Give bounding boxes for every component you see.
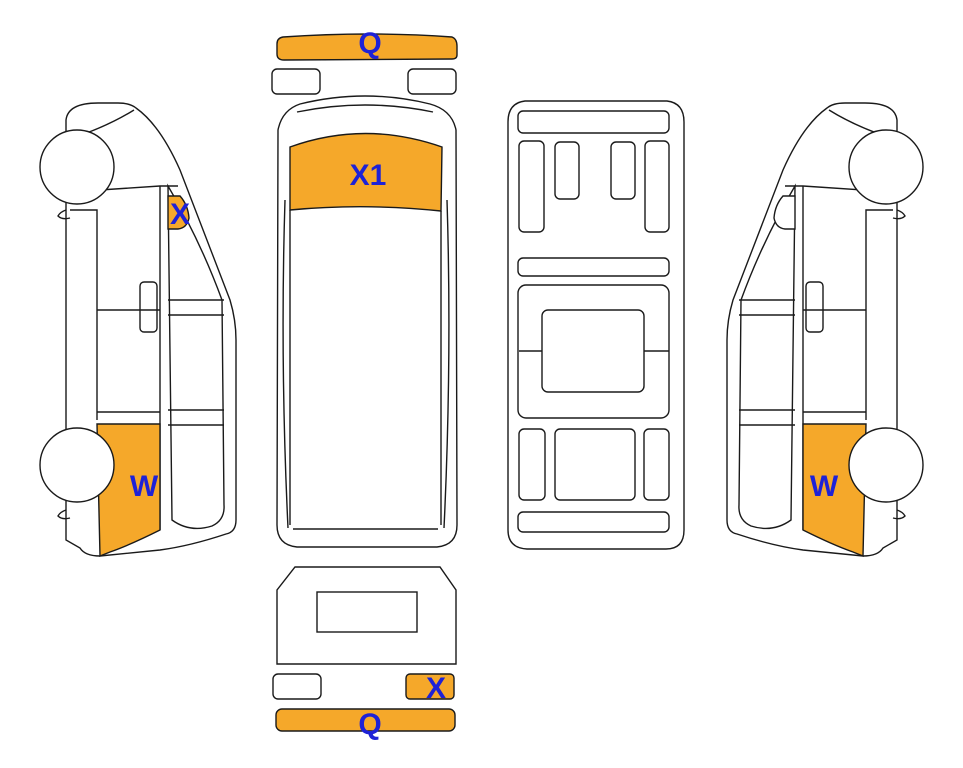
zone-labels: Q X1 X W W X Q	[130, 27, 839, 741]
rear-bumper-zone[interactable]	[275, 708, 456, 732]
top-view-body	[276, 95, 458, 548]
front-right-headlight	[407, 68, 457, 95]
left-rear-wheel	[39, 427, 115, 503]
front-left-headlight	[271, 68, 321, 95]
right-side-view	[726, 102, 924, 558]
right-mirror	[773, 195, 796, 230]
left-side-view	[39, 102, 237, 558]
rear-view	[272, 566, 457, 732]
left-front-wheel	[39, 129, 115, 205]
left-rear-panel-label: W	[130, 470, 159, 503]
front-view-parts	[271, 33, 458, 95]
right-rear-wheel	[848, 427, 924, 503]
rear-bumper-label: Q	[358, 708, 381, 741]
left-mirror-zone[interactable]	[167, 195, 190, 230]
right-rear-panel-label: W	[810, 470, 839, 503]
left-mirror-label: X	[170, 198, 190, 231]
front-bumper-label: Q	[358, 27, 381, 60]
windshield-label: X1	[350, 159, 387, 192]
rear-left-lamp	[272, 673, 322, 700]
right-front-wheel	[848, 129, 924, 205]
rear-right-lamp-zone[interactable]	[405, 673, 455, 700]
rear-lamp-label: X	[426, 672, 446, 705]
floor-plan-view	[507, 100, 685, 550]
front-bumper-zone[interactable]	[276, 33, 458, 61]
rear-window	[316, 591, 418, 633]
